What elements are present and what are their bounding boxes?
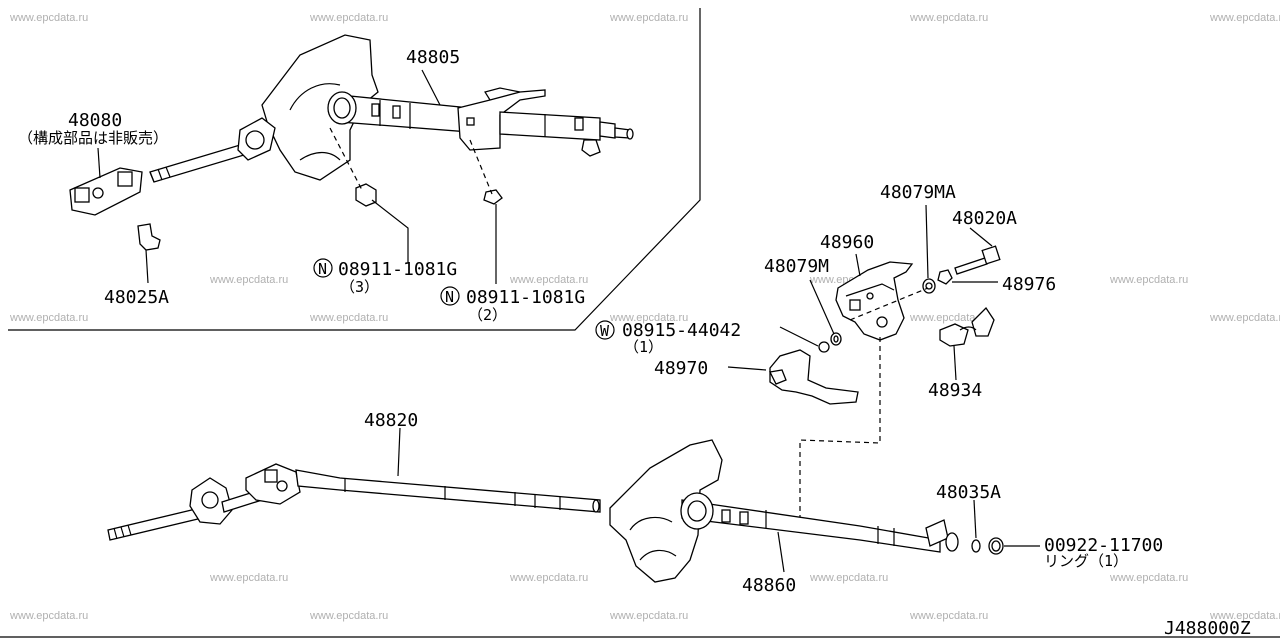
label-48960: 48960 bbox=[820, 232, 874, 253]
label-48025A: 48025A bbox=[104, 287, 169, 308]
nut-symbol-icon bbox=[313, 258, 333, 278]
label-48805: 48805 bbox=[406, 47, 460, 68]
label-nut-2-qty: （2） bbox=[468, 306, 507, 324]
label-48080: 48080 bbox=[68, 110, 122, 131]
watermark: www.epcdata.ru bbox=[309, 12, 388, 24]
part-48976-nut bbox=[937, 269, 953, 285]
watermark: www.epcdata.ru bbox=[209, 274, 288, 286]
watermark: www.epcdata.ru bbox=[1209, 12, 1280, 24]
watermark: www.epcdata.ru bbox=[1109, 274, 1188, 286]
watermark: www.epcdata.ru bbox=[909, 312, 988, 324]
label-48860: 48860 bbox=[742, 575, 796, 596]
leader-48860 bbox=[777, 531, 785, 573]
inset-frame bbox=[8, 8, 701, 331]
watermark: www.epcdata.ru bbox=[1209, 610, 1280, 622]
part-48805-column-assembly bbox=[261, 34, 634, 207]
label-48080-note: （構成部品は非販売） bbox=[18, 129, 168, 147]
label-nut-2-code: 08911-1081G bbox=[466, 287, 585, 308]
leader-48960 bbox=[855, 253, 861, 277]
leader-48020A bbox=[969, 227, 993, 247]
leader-48934 bbox=[953, 345, 957, 381]
leader-48079M bbox=[809, 279, 835, 335]
washer-symbol-icon bbox=[595, 320, 615, 340]
part-48020A-bolt bbox=[954, 245, 1001, 275]
label-48970: 48970 bbox=[654, 358, 708, 379]
label-48035A: 48035A bbox=[936, 482, 1001, 503]
label-48976: 48976 bbox=[1002, 274, 1056, 295]
leader-48805 bbox=[421, 69, 441, 106]
leader-w bbox=[779, 326, 819, 347]
leader-48820 bbox=[397, 427, 401, 477]
nut-symbol-letter: N bbox=[318, 260, 327, 278]
label-ring-code: 00922-11700 bbox=[1044, 535, 1163, 556]
watermark: www.epcdata.ru bbox=[1209, 312, 1280, 324]
part-48860-column-assembly bbox=[609, 439, 959, 583]
watermark: www.epcdata.ru bbox=[309, 610, 388, 622]
part-48960-lock-housing bbox=[835, 261, 914, 341]
watermark: www.epcdata.ru bbox=[509, 274, 588, 286]
leader-48035A bbox=[973, 499, 977, 539]
label-48079MA: 48079MA bbox=[880, 182, 956, 203]
leader-48079MA bbox=[925, 204, 929, 279]
label-w-code: 08915-44042 bbox=[622, 320, 741, 341]
watermark: www.epcdata.ru bbox=[9, 12, 88, 24]
watermark: www.epcdata.ru bbox=[609, 312, 688, 324]
part-48970-bracket bbox=[769, 349, 859, 405]
label-w-qty: （1） bbox=[624, 338, 663, 356]
watermark: www.epcdata.ru bbox=[9, 610, 88, 622]
part-48079MA-washer bbox=[922, 278, 936, 294]
leader-n1 bbox=[371, 199, 409, 262]
part-48079M-washer bbox=[830, 332, 842, 346]
label-48079M: 48079M bbox=[764, 256, 829, 277]
part-48025A-bolt bbox=[137, 223, 161, 284]
label-48820: 48820 bbox=[364, 410, 418, 431]
label-48020A: 48020A bbox=[952, 208, 1017, 229]
nut-symbol-icon bbox=[440, 286, 460, 306]
label-48934: 48934 bbox=[928, 380, 982, 401]
part-48934-switch bbox=[939, 306, 995, 347]
watermark: www.epcdata.ru bbox=[309, 312, 388, 324]
watermark: www.epcdata.ru bbox=[809, 572, 888, 584]
label-nut-1-code: 08911-1081G bbox=[338, 259, 457, 280]
watermark: www.epcdata.ru bbox=[609, 610, 688, 622]
label-nut-1-qty: （3） bbox=[340, 278, 379, 296]
watermark: www.epcdata.ru bbox=[1109, 572, 1188, 584]
watermark: www.epcdata.ru bbox=[909, 12, 988, 24]
leader-48970 bbox=[727, 366, 767, 371]
nut-symbol-letter: N bbox=[445, 288, 454, 306]
leader-48080 bbox=[97, 147, 101, 179]
watermark: www.epcdata.ru bbox=[909, 610, 988, 622]
part-w-washer bbox=[818, 341, 830, 353]
watermark: www.epcdata.ru bbox=[609, 12, 688, 24]
diagram-code: J488000Z bbox=[1164, 618, 1251, 639]
dashed-connector bbox=[799, 337, 881, 520]
part-00922-11700-ring bbox=[988, 537, 1004, 555]
watermark: www.epcdata.ru bbox=[209, 572, 288, 584]
washer-symbol-letter: W bbox=[600, 322, 610, 340]
part-48080-universal-joint bbox=[69, 117, 276, 216]
watermark: www.epcdata.ru bbox=[509, 572, 588, 584]
part-48820-intermediate-shaft bbox=[107, 463, 601, 541]
watermark: www.epcdata.ru bbox=[9, 312, 88, 324]
label-ring-note: リング（1） bbox=[1044, 552, 1128, 570]
part-48035A-ring bbox=[971, 539, 981, 553]
